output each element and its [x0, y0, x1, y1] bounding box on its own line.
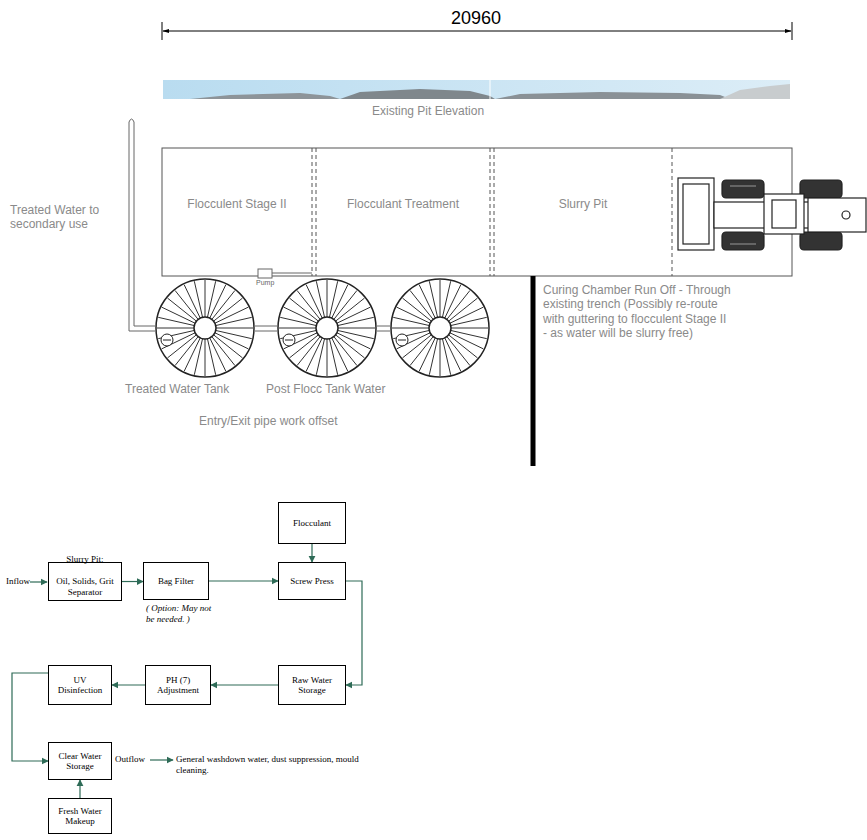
- process-box: PH (7) Adjustment: [145, 665, 211, 705]
- flow-arrow: [112, 684, 145, 685]
- dimension-text: 20960: [420, 8, 532, 30]
- process-box: UV Disinfection: [48, 665, 112, 705]
- pit-section: Flocculent Stage II: [163, 149, 311, 275]
- part-label: Post Flocc Tank Water: [266, 382, 426, 396]
- pit-section: Slurry Pit: [495, 149, 671, 275]
- box-text: Flocculant Treatment: [347, 197, 459, 211]
- box-text: Flocculent Stage II: [187, 197, 286, 211]
- flow-label: Outflow: [115, 754, 151, 765]
- part-label: Treated Water Tank: [125, 382, 265, 396]
- box-text: Raw Water Storage: [282, 675, 342, 696]
- pit-section: Flocculant Treatment: [317, 149, 489, 275]
- process-box: Screw Press: [278, 562, 346, 600]
- box-text: Oil, Solids, Grit Separator: [52, 576, 118, 597]
- process-box: Fresh Water Makeup: [48, 798, 112, 834]
- flow-arrow: [12, 673, 48, 761]
- pit-plan: [162, 148, 792, 276]
- process-box: Flocculant: [278, 502, 346, 544]
- tank-symbol: [391, 279, 489, 377]
- tank-symbol: [278, 279, 376, 377]
- flow-arrow: [346, 581, 362, 685]
- flow-label: Inflow: [6, 576, 36, 587]
- flow-arrow: [209, 580, 278, 581]
- box-text: Slurry Pit: [559, 197, 608, 211]
- process-box: Raw Water Storage: [278, 665, 346, 705]
- pit-elevation-image: [163, 80, 790, 99]
- tank-symbol: [156, 279, 254, 377]
- box-text: UV Disinfection: [52, 675, 108, 696]
- process-box: Slurry Pit:Oil, Solids, Grit Separator: [48, 562, 122, 601]
- box-text: Screw Press: [290, 576, 334, 586]
- note-label: Curing Chamber Run Off - Through existin…: [543, 283, 733, 341]
- note-label: Treated Water to secondary use: [10, 203, 126, 232]
- flow-arrow: [122, 581, 143, 582]
- flow-arrow: [211, 684, 278, 685]
- note-label: ( Option: May not be needed. ): [146, 603, 218, 625]
- trench-line: [531, 276, 536, 466]
- box-text: Bag Filter: [158, 576, 194, 586]
- box-text: PH (7) Adjustment: [149, 675, 207, 696]
- note-label: General washdown water, dust suppression…: [176, 754, 366, 776]
- tank-symbols: [156, 279, 489, 377]
- note-label: Existing Pit Elevation: [372, 104, 562, 118]
- box-heading: Slurry Pit:: [66, 554, 103, 564]
- process-box: Clear Water Storage: [48, 742, 112, 780]
- flow-arrow: [79, 780, 80, 798]
- note-label: Entry/Exit pipe work offset: [199, 414, 399, 428]
- box-text: Clear Water Storage: [52, 751, 108, 772]
- part-label: Pump: [256, 279, 286, 287]
- flow-arrow: [311, 544, 312, 562]
- truck-illustration: [678, 178, 866, 250]
- box-text: Flocculant: [293, 518, 331, 528]
- box-text: Fresh Water Makeup: [52, 806, 108, 827]
- process-box: Bag Filter: [143, 562, 209, 600]
